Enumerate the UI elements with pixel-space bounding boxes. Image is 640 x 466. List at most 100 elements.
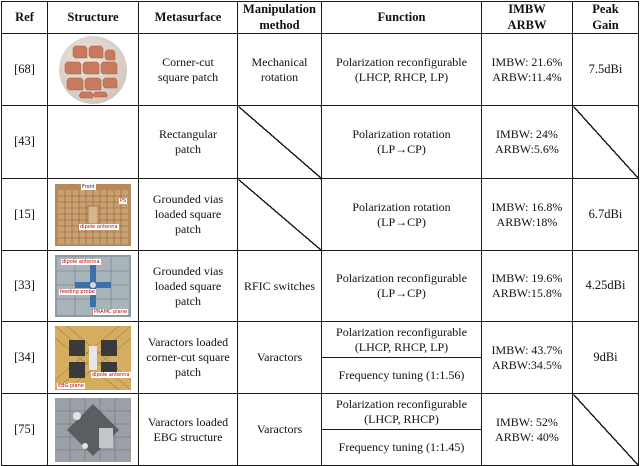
bandwidth-arbw: ARBW: 40% <box>495 429 559 444</box>
cell-gain: 9dBi <box>572 321 639 395</box>
varactor-patch-graphic <box>55 325 131 390</box>
header-bw-line2: ARBW <box>507 17 547 32</box>
patch-array-graphic <box>64 45 118 98</box>
antenna-photo-circular <box>59 35 127 104</box>
cell-bandwidth: IMBW: 21.6% ARBW:11.4% <box>481 33 573 107</box>
cell-metasurface: Varactors loaded EBG structure <box>138 393 238 466</box>
function-line2: (LP→CP) <box>377 286 426 301</box>
function-line1: Polarization rotation <box>352 127 451 142</box>
antenna-photo-varactor-patch: dipole antenna EBG plane <box>55 325 131 390</box>
bandwidth-arbw: ARBW:15.8% <box>492 286 562 301</box>
metasurface-line2: EBG structure <box>153 429 223 444</box>
function-line2: (LP→CP) <box>377 214 426 229</box>
table-row: [15] <box>1 178 639 252</box>
cell-function: Polarization rotation (LP→CP) <box>321 178 482 252</box>
bandwidth-imbw: IMBW: 43.7% <box>491 342 563 357</box>
cell-ref: [15] <box>1 178 48 252</box>
cell-method: RFIC switches <box>237 250 322 323</box>
header-gain-line2: Gain <box>592 17 619 32</box>
metasurface-line1: Rectangular <box>159 127 217 142</box>
cell-gain-not-applicable <box>572 393 639 466</box>
bandwidth-imbw: IMBW: 19.6% <box>491 271 563 286</box>
bandwidth-imbw: IMBW: 24% <box>496 127 558 142</box>
table-row: [34] <box>1 321 639 395</box>
rfic-board-graphic <box>57 257 129 316</box>
cell-function: Polarization reconfigurable (LHCP, RHCP,… <box>321 33 482 107</box>
header-gain-line1: Peak <box>592 2 619 16</box>
cell-bandwidth: IMBW: 16.8% ARBW:18% <box>481 178 573 252</box>
cell-function-polarization: Polarization reconfigurable (LHCP, RHCP) <box>321 393 482 431</box>
via-grid-graphic <box>58 189 128 244</box>
cell-structure <box>47 393 139 466</box>
cell-function-frequency: Frequency tuning (1:1.45) <box>321 429 482 466</box>
image-label-front: Front <box>81 183 96 190</box>
cell-metasurface: Grounded vias loaded square patch <box>138 178 238 252</box>
image-label-ebg: EBG plane <box>57 382 85 389</box>
function-line2: (LHCP, RHCP, LP) <box>354 69 449 84</box>
cell-structure: Front dipole antenna PS <box>47 178 139 252</box>
metasurface-line3: patch <box>175 222 201 237</box>
metasurface-line1: Corner-cut <box>162 54 214 69</box>
header-bw-line1: IMBW <box>508 2 546 16</box>
cell-metasurface: Corner-cut square patch <box>138 33 238 107</box>
bandwidth-imbw: IMBW: 52% <box>496 414 558 429</box>
function-line1: Polarization rotation <box>352 199 451 214</box>
header-method: Manipulation method <box>237 0 322 35</box>
metasurface-line2: loaded square <box>154 207 222 222</box>
function-line1: Polarization reconfigurable <box>336 54 467 69</box>
cell-function: Polarization reconfigurable (LP→CP) <box>321 250 482 323</box>
metasurface-line1: Grounded vias <box>152 192 224 207</box>
header-ref: Ref <box>1 0 48 35</box>
cell-method: Varactors <box>237 321 322 395</box>
cell-gain: 7.5dBi <box>572 33 639 107</box>
function-line1: Polarization reconfigurable <box>336 271 467 286</box>
metasurface-line3: patch <box>175 293 201 308</box>
table-row: [68] <box>1 33 639 107</box>
metasurface-line1: Grounded vias <box>152 263 224 278</box>
function-line2: (LHCP, RHCP) <box>364 411 439 426</box>
image-label-dipole: dipole antenna <box>79 223 119 230</box>
cell-structure: dipole antenna feeding probe PRAMC plane <box>47 250 139 323</box>
metasurface-line1: Varactors loaded <box>147 335 229 350</box>
cell-gain: 4.25dBi <box>572 250 639 323</box>
metasurface-line2: patch <box>175 142 201 157</box>
cell-function-polarization: Polarization reconfigurable (LHCP, RHCP,… <box>321 321 482 359</box>
function-line1: Polarization reconfigurable <box>336 324 467 339</box>
metasurface-line3: patch <box>175 365 201 380</box>
image-label-ps: PS <box>119 197 128 204</box>
cell-ref: [68] <box>1 33 48 107</box>
cell-function-frequency: Frequency tuning (1:1.56) <box>321 357 482 395</box>
cell-ref: [33] <box>1 250 48 323</box>
cell-method: Mechanical rotation <box>237 33 322 107</box>
table-row: [43] Rectangular patch Polarization rota… <box>1 105 639 180</box>
bandwidth-imbw: IMBW: 21.6% <box>491 54 563 69</box>
cell-metasurface: Grounded vias loaded square patch <box>138 250 238 323</box>
cell-method-not-applicable <box>237 178 322 252</box>
function-line2: (LHCP, RHCP, LP) <box>354 339 449 354</box>
bandwidth-arbw: ARBW:34.5% <box>492 357 562 372</box>
image-label-pramc: PRAMC plane <box>93 309 128 316</box>
header-bandwidth: IMBW ARBW <box>481 0 573 35</box>
header-metasurface: Metasurface <box>138 0 238 35</box>
cell-function: Polarization rotation (LP→CP) <box>321 105 482 180</box>
header-method-line1: Manipulation <box>243 2 316 16</box>
cell-metasurface: Rectangular patch <box>138 105 238 180</box>
cell-metasurface: Varactors loaded corner-cut square patch <box>138 321 238 395</box>
metasurface-line2: square patch <box>157 69 219 84</box>
table-row: Frequency tuning (1:1.56) <box>2 357 639 395</box>
function-line2: (LP→CP) <box>377 142 426 157</box>
antenna-photo-grid: Front dipole antenna PS <box>55 183 131 246</box>
cell-structure: dipole antenna EBG plane <box>47 321 139 395</box>
metasurface-line2: corner-cut square <box>146 350 230 365</box>
function-line1: Polarization reconfigurable <box>336 396 467 411</box>
antenna-photo-ebg <box>55 397 131 462</box>
cell-ref: [34] <box>1 321 48 395</box>
header-structure: Structure <box>47 0 139 35</box>
cell-gain: 6.7dBi <box>572 178 639 252</box>
cell-gain-not-applicable <box>572 105 639 180</box>
metasurface-line2: loaded square <box>154 278 222 293</box>
bandwidth-arbw: ARBW:18% <box>496 214 558 229</box>
header-method-line2: method <box>259 17 300 32</box>
